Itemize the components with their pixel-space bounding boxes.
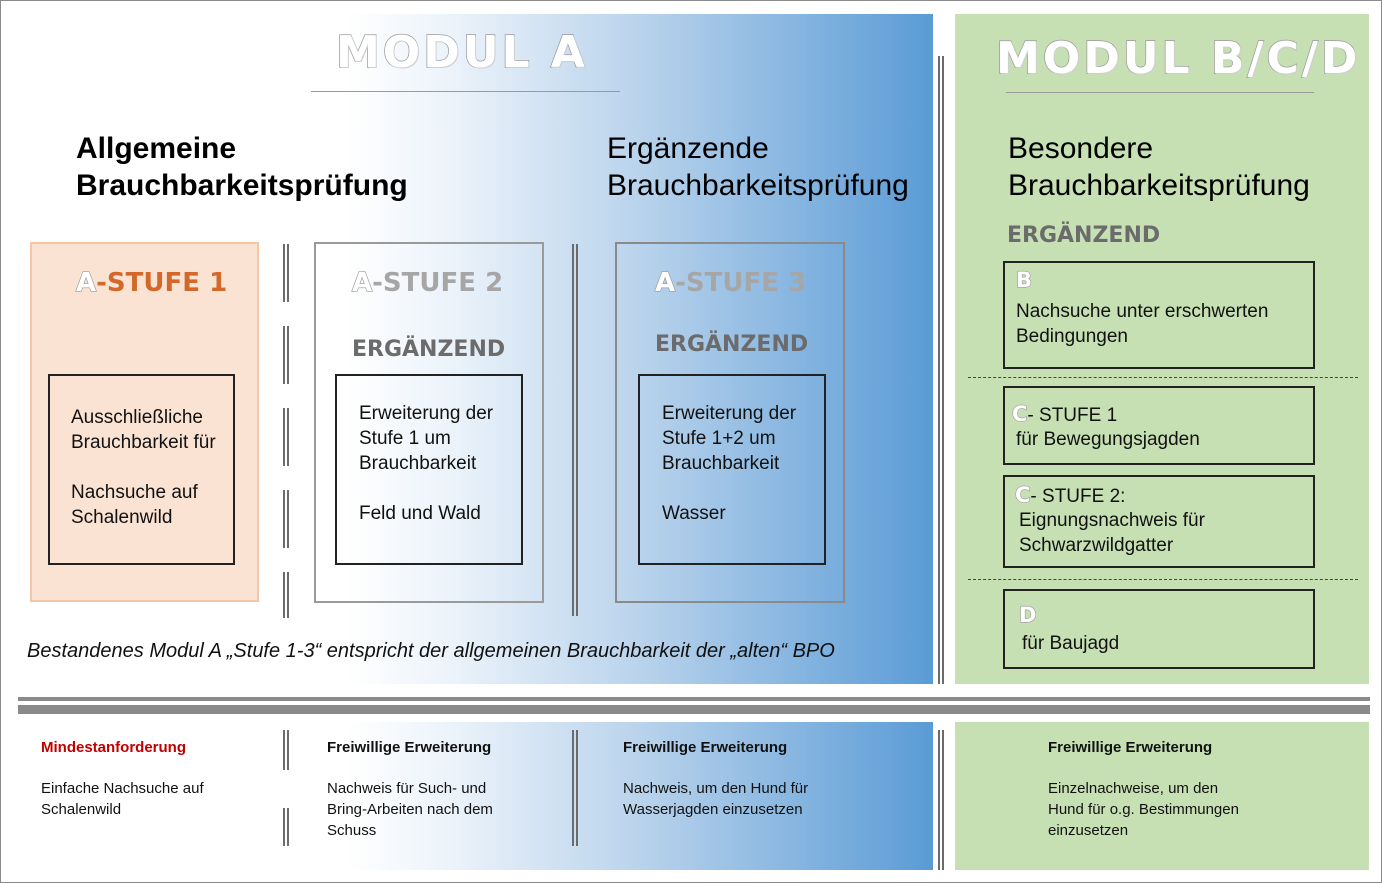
c2-box	[1003, 475, 1315, 568]
separator-modul-a-bcd	[938, 56, 944, 684]
col3-text: Nachweis, um den Hund für Wasserjagden e…	[623, 780, 809, 818]
separator-segment	[283, 730, 289, 770]
col1-text: Einfache Nachsuche auf Schalenwild	[41, 780, 204, 818]
separator-segment	[283, 244, 289, 302]
dashed-divider	[968, 377, 1358, 378]
ergaenzende-title-line1: Ergänzende	[607, 132, 769, 165]
separator-segment	[283, 408, 289, 466]
c1-box	[1003, 386, 1315, 465]
modul-bcd-heading-underline	[1006, 92, 1314, 93]
col2-head: Freiwillige Erweiterung	[327, 739, 492, 756]
besondere-title-line1: Besondere	[1008, 132, 1154, 165]
separator-segment	[283, 808, 289, 846]
b-box	[1003, 261, 1315, 369]
stufe3-title: A-STUFE 3	[654, 267, 807, 298]
modul-a-heading: MODUL A	[335, 26, 588, 79]
stufe2-ergaenzend-label: ERGÄNZEND	[352, 337, 506, 362]
stufe3-letter: A	[654, 267, 676, 298]
stufe1-box	[48, 374, 235, 565]
c1-letter: C	[1011, 401, 1028, 426]
stufe1-letter: A	[75, 267, 97, 298]
stufe1-suffix: -STUFE 1	[96, 268, 228, 298]
modul-a-heading-underline	[311, 91, 620, 92]
horizontal-divider-bottom	[18, 705, 1370, 714]
c1-text: C- STUFE 1	[1011, 401, 1312, 428]
separator-bottom-a-bcd	[938, 730, 944, 870]
d-letter: D	[1018, 602, 1037, 627]
d-text: für Baujagd	[1022, 633, 1120, 654]
stufe2-card	[314, 242, 544, 603]
col4-text: Einzelnachweise, um den Hund für o.g. Be…	[1048, 780, 1239, 839]
separator-stufe2-3	[572, 244, 578, 616]
c1-line2: für Bewegungsjagden	[1016, 429, 1200, 450]
stufe3-box	[638, 374, 826, 565]
c2-head: C- STUFE 2:	[1014, 482, 1311, 509]
col2-text: Nachweis für Such- und Bring-Arbeiten na…	[327, 780, 493, 839]
stufe2-title: A-STUFE 2	[351, 267, 504, 298]
b-letter: B	[1015, 267, 1033, 292]
stufe2-suffix: -STUFE 2	[372, 268, 504, 298]
stufe3-suffix: -STUFE 3	[675, 268, 807, 298]
separator-segment	[283, 572, 289, 618]
separator-bottom-2-3	[572, 730, 578, 846]
allgemeine-title: Allgemeine Brauchbarkeitsprüfung	[76, 130, 408, 204]
stufe1-card	[30, 242, 259, 602]
ergaenzende-title: Ergänzende Brauchbarkeitsprüfung	[607, 130, 909, 204]
c2-line2: Eignungsnachweis für Schwarzwildgatter	[1019, 510, 1205, 556]
modul-bcd-bottom-panel	[955, 722, 1369, 870]
stufe3-text: Erweiterung der Stufe 1+2 um Brauchbarke…	[662, 403, 797, 524]
b-text: Nachsuche unter erschwerten Bedingungen	[1016, 301, 1269, 347]
col4-head: Freiwillige Erweiterung	[1048, 739, 1213, 756]
allgemeine-title-line1: Allgemeine	[76, 132, 237, 165]
col3-head: Freiwillige Erweiterung	[623, 739, 788, 756]
ergaenzende-title-line2: Brauchbarkeitsprüfung	[607, 169, 909, 202]
c2-line1: - STUFE 2:	[1030, 486, 1126, 507]
stufe3-card	[615, 242, 845, 603]
stufe3-ergaenzend-label: ERGÄNZEND	[655, 332, 809, 357]
horizontal-divider-top	[18, 697, 1370, 701]
stufe2-letter: A	[351, 267, 373, 298]
stufe1-title: A-STUFE 1	[75, 267, 228, 298]
modul-a-footnote: Bestandenes Modul A „Stufe 1-3“ entspric…	[27, 640, 835, 662]
stufe1-text: Ausschließliche Brauchbarkeit für Nachsu…	[71, 407, 216, 528]
besondere-title: Besondere Brauchbarkeitsprüfung	[1008, 130, 1310, 204]
col1-head: Mindestanforderung	[41, 739, 186, 756]
modul-a-bottom-panel	[18, 722, 933, 870]
c2-letter: C	[1014, 482, 1031, 507]
besondere-title-line2: Brauchbarkeitsprüfung	[1008, 169, 1310, 202]
modul-bcd-panel	[955, 14, 1369, 684]
c1-line1: - STUFE 1	[1027, 405, 1118, 426]
dashed-divider	[968, 579, 1358, 580]
bcd-ergaenzend-label: ERGÄNZEND	[1007, 223, 1161, 248]
allgemeine-title-line2: Brauchbarkeitsprüfung	[76, 169, 408, 202]
modul-bcd-heading: MODUL B/C/D	[995, 32, 1361, 85]
d-box	[1003, 589, 1315, 669]
separator-segment	[283, 326, 289, 384]
stufe2-text: Erweiterung der Stufe 1 um Brauchbarkeit…	[359, 403, 494, 524]
separator-segment	[283, 490, 289, 548]
stufe2-box	[335, 374, 523, 565]
